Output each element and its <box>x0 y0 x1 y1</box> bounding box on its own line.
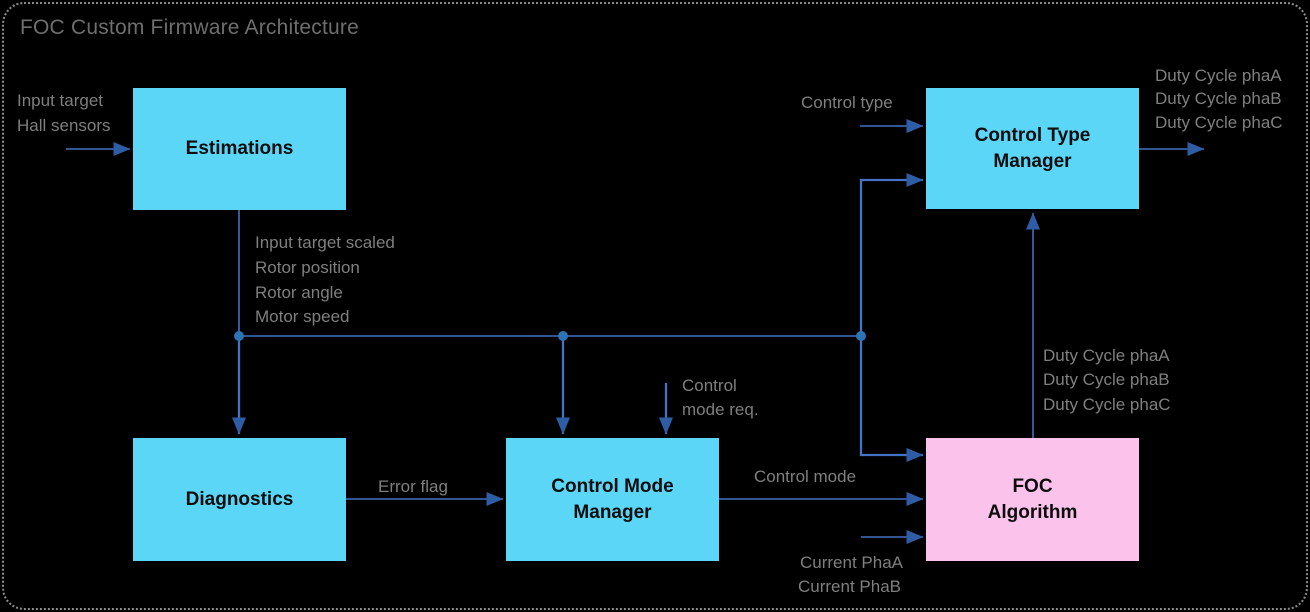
node-estimations: Estimations <box>133 88 346 210</box>
label-input-target: Input target <box>17 91 104 110</box>
junction-dot <box>558 331 568 341</box>
edge-bus-to-foc-algorithm <box>859 336 924 462</box>
label-motor-speed: Motor speed <box>255 307 350 326</box>
node-foc-algorithm-label: FOC Algorithm <box>987 476 1078 523</box>
node-diagnostics: Diagnostics <box>133 438 346 561</box>
label-duty-out-phac: Duty Cycle phaC <box>1155 113 1283 132</box>
label-duty-out-phaa: Duty Cycle phaA <box>1155 66 1282 85</box>
node-estimations-label: Estimations <box>185 138 294 160</box>
node-foc-algorithm: FOC Algorithm <box>926 438 1139 561</box>
label-current-phab: Current PhaB <box>798 577 901 596</box>
label-control-mode-req-line2: mode req. <box>682 400 759 419</box>
node-control-type-manager-label: Control Type Manager <box>974 125 1091 172</box>
label-input-target-scaled: Input target scaled <box>255 233 395 252</box>
label-error-flag: Error flag <box>378 477 448 496</box>
diagram-title: FOC Custom Firmware Architecture <box>20 16 359 39</box>
label-rotor-position: Rotor position <box>255 258 360 277</box>
label-rotor-angle: Rotor angle <box>255 283 343 302</box>
label-hall-sensors: Hall sensors <box>17 116 111 135</box>
label-duty-fb-phab: Duty Cycle phaB <box>1043 370 1170 389</box>
node-control-mode-manager-label: Control Mode Manager <box>551 476 674 523</box>
node-diagnostics-label: Diagnostics <box>185 488 294 510</box>
label-control-mode: Control mode <box>754 467 857 486</box>
label-duty-fb-phaa: Duty Cycle phaA <box>1043 346 1170 365</box>
label-duty-out-phab: Duty Cycle phaB <box>1155 89 1282 108</box>
junction-dot <box>234 331 244 341</box>
edge-bus-to-control-type-manager <box>859 173 924 336</box>
node-control-mode-manager: Control Mode Manager <box>506 438 719 561</box>
label-control-type: Control type <box>801 93 893 112</box>
node-control-type-manager: Control Type Manager <box>926 88 1139 209</box>
label-control-mode-req-line1: Control <box>682 376 737 395</box>
label-duty-fb-phac: Duty Cycle phaC <box>1043 395 1171 414</box>
label-current-phaa: Current PhaA <box>800 553 903 572</box>
junction-dot <box>856 331 866 341</box>
